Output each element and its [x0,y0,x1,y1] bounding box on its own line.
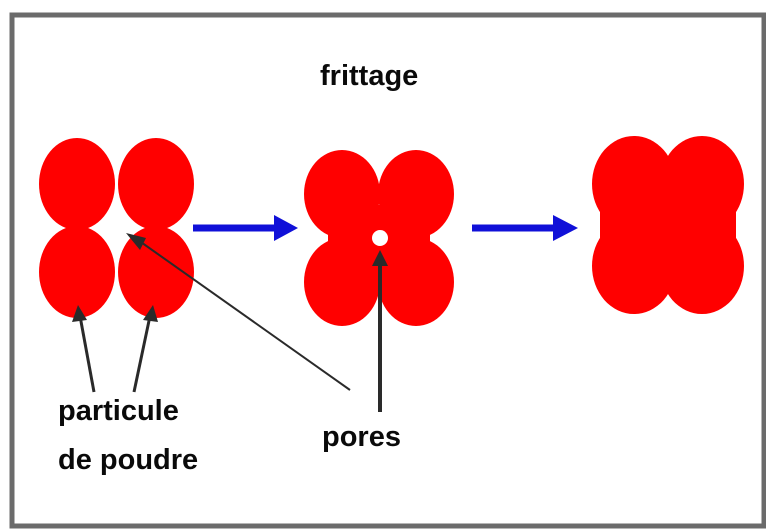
label-pores: pores [322,418,401,456]
pointer-particle-left [80,316,94,392]
diagram-title: frittage [320,57,418,95]
arrow-stage-2-to-3 [472,215,578,241]
particle-top-left [39,138,115,230]
label-particle-line-1: particule [58,392,179,430]
pointer-particle-right [134,316,150,392]
arrow-stage-1-to-2 [193,215,298,241]
particle-bottom-left [39,226,115,318]
pore [372,230,388,246]
stage-dense-solid [592,136,744,314]
dense-core-fill [600,178,736,272]
particle-top-right [118,138,194,230]
stage-loose-powder [39,138,194,318]
label-particle-line-2: de poudre [58,441,198,479]
